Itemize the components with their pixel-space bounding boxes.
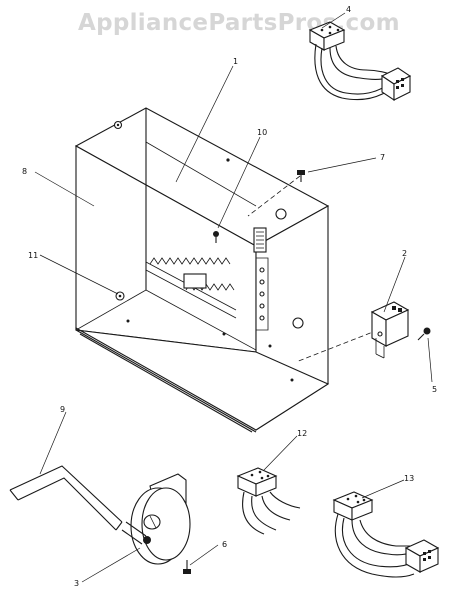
callout-13: 13 bbox=[404, 474, 414, 483]
screw-10 bbox=[213, 231, 219, 243]
screw-6 bbox=[183, 560, 191, 574]
callout-12: 12 bbox=[297, 429, 307, 438]
callout-6: 6 bbox=[222, 540, 227, 549]
screw-5 bbox=[417, 327, 431, 341]
switch-2 bbox=[370, 301, 410, 359]
callout-11: 11 bbox=[28, 251, 38, 260]
hose-tube-9 bbox=[9, 465, 123, 531]
watermark-text: AppliancePartsPros.com bbox=[78, 10, 400, 36]
callout-3: 3 bbox=[74, 579, 79, 588]
wire-harness-4 bbox=[308, 21, 412, 102]
callout-7: 7 bbox=[380, 153, 385, 162]
control-box-assembly bbox=[74, 107, 379, 433]
pressure-switch-3 bbox=[121, 473, 191, 565]
wire-harness-13 bbox=[332, 491, 440, 578]
terminal-strip bbox=[145, 227, 269, 331]
leader-lines bbox=[34, 12, 433, 583]
callout-9: 9 bbox=[60, 405, 65, 414]
callout-8: 8 bbox=[22, 167, 27, 176]
callout-1: 1 bbox=[233, 57, 238, 66]
callout-labels: 1 2 3 4 5 6 7 8 9 10 11 12 13 bbox=[22, 5, 437, 588]
callout-2: 2 bbox=[402, 249, 407, 258]
callout-5: 5 bbox=[432, 385, 437, 394]
callout-10: 10 bbox=[257, 128, 267, 137]
screw-7 bbox=[297, 170, 305, 182]
wire-harness-12 bbox=[236, 467, 301, 535]
callout-4: 4 bbox=[346, 5, 351, 14]
